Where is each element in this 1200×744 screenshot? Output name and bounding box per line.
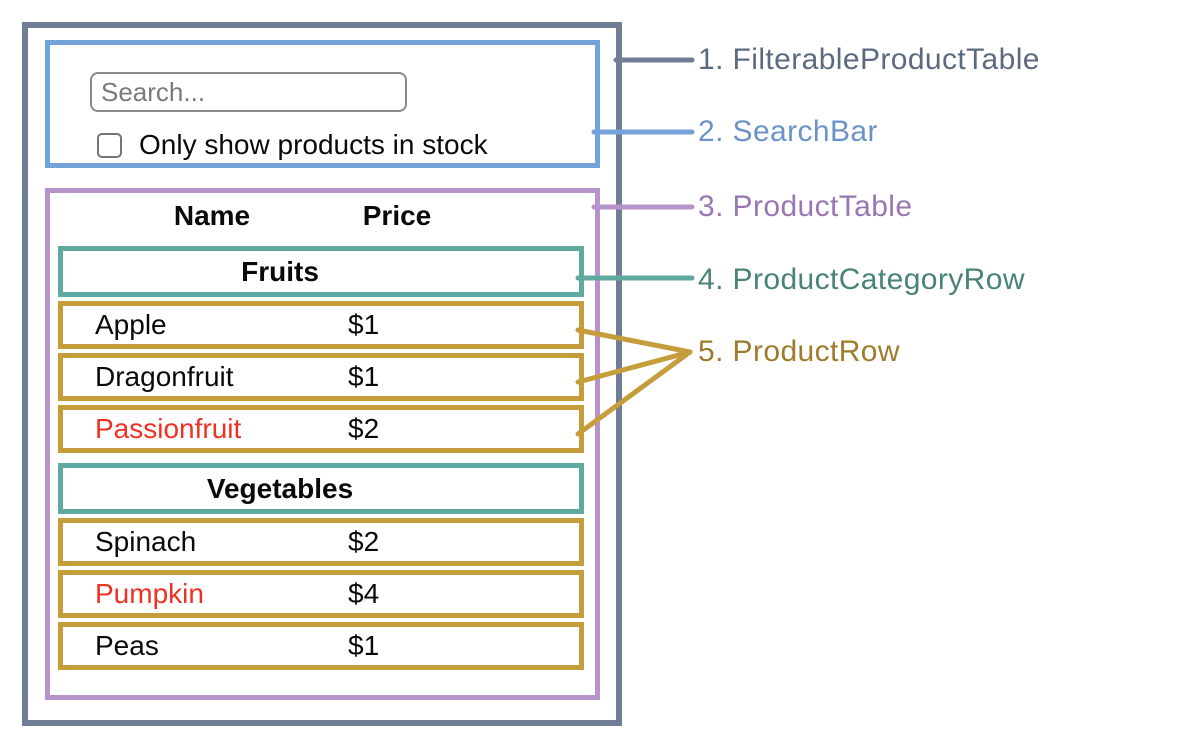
product-name: Dragonfruit	[95, 361, 234, 392]
product-row-pumpkin: Pumpkin $4	[58, 570, 584, 618]
product-rows: Fruits Apple $1 Dragonfruit $1 Passionfr…	[58, 246, 584, 674]
product-row-peas: Peas $1	[58, 622, 584, 670]
product-name-out-of-stock: Pumpkin	[95, 578, 204, 609]
legend-product-category-row: 4. ProductCategoryRow	[698, 263, 1025, 296]
product-name: Apple	[95, 309, 167, 340]
category-row-vegetables: Vegetables	[58, 463, 584, 514]
product-row-dragonfruit: Dragonfruit $1	[58, 353, 584, 401]
product-price: $2	[348, 526, 380, 557]
search-bar-box: Only show products in stock	[45, 40, 600, 168]
legend-filterable-product-table: 1. FilterableProductTable	[698, 43, 1040, 76]
product-price: $1	[348, 361, 380, 392]
column-header-price: Price	[362, 200, 432, 231]
product-table-box: Name Price Fruits Apple $1 Dragonfruit $…	[45, 188, 600, 700]
legend-product-table: 3. ProductTable	[698, 190, 913, 223]
product-row-apple: Apple $1	[58, 301, 584, 349]
product-price: $1	[348, 309, 380, 340]
in-stock-filter-row: Only show products in stock	[97, 129, 488, 160]
product-name-out-of-stock: Passionfruit	[95, 413, 242, 444]
product-row-spinach: Spinach $2	[58, 518, 584, 566]
product-name: Peas	[95, 630, 159, 661]
legend-search-bar: 2. SearchBar	[698, 115, 878, 148]
product-price: $4	[348, 578, 380, 609]
product-price: $2	[348, 413, 380, 444]
in-stock-checkbox[interactable]	[97, 132, 122, 158]
legend-product-row: 5. ProductRow	[698, 335, 900, 368]
filterable-product-table-box: Only show products in stock Name Price F…	[22, 22, 622, 726]
category-label: Fruits	[241, 255, 319, 287]
product-row-passionfruit: Passionfruit $2	[58, 405, 584, 453]
column-header-name: Name	[173, 200, 251, 231]
product-price: $1	[348, 630, 380, 661]
category-row-fruits: Fruits	[58, 246, 584, 297]
category-label: Vegetables	[206, 472, 354, 504]
product-name: Spinach	[95, 526, 197, 557]
in-stock-checkbox-label: Only show products in stock	[139, 129, 488, 160]
search-input[interactable]	[90, 72, 407, 112]
